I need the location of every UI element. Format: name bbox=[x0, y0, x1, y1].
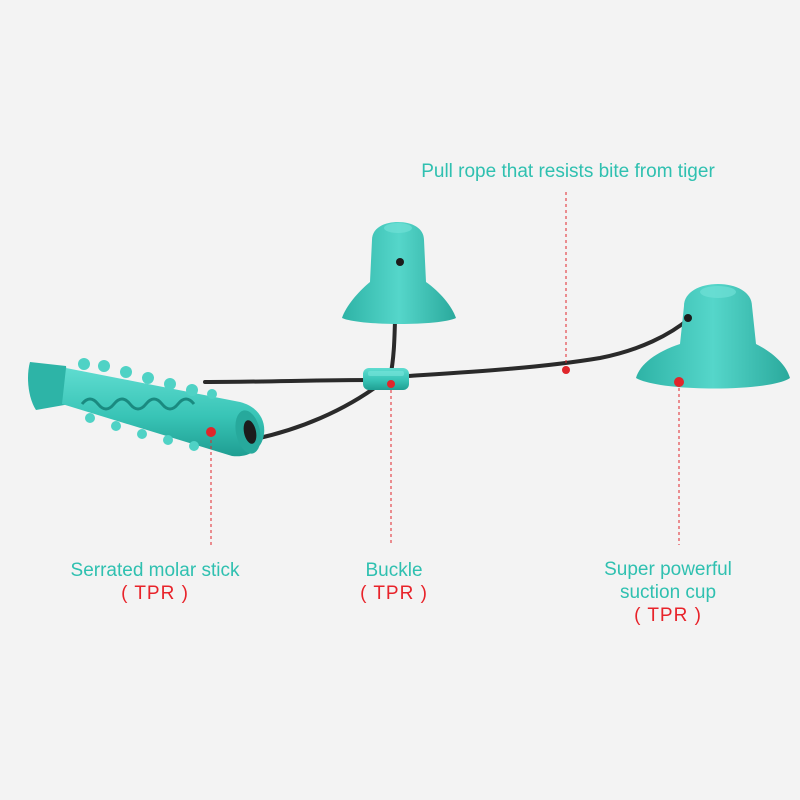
suction-cup-small bbox=[342, 222, 456, 324]
callout-molar-stick-material: ( TPR ) bbox=[121, 583, 189, 604]
callout-markers bbox=[206, 366, 684, 437]
molar-stick bbox=[28, 358, 265, 457]
callout-rope: Pull rope that resists bite from tiger bbox=[380, 160, 756, 183]
pull-rope bbox=[203, 260, 692, 442]
buckle bbox=[363, 368, 409, 390]
callout-suction-cup-material: ( TPR ) bbox=[634, 605, 702, 626]
callout-buckle: Buckle ( TPR ) bbox=[334, 559, 454, 605]
callout-molar-stick-text: Serrated molar stick bbox=[70, 560, 240, 581]
callout-buckle-text: Buckle bbox=[365, 560, 423, 581]
callout-buckle-material: ( TPR ) bbox=[360, 583, 428, 604]
suction-cup-large bbox=[636, 284, 790, 389]
callout-suction-cup-line1: Super powerful bbox=[604, 559, 732, 580]
callout-molar-stick: Serrated molar stick ( TPR ) bbox=[40, 559, 270, 605]
callout-suction-cup: Super powerful suction cup ( TPR ) bbox=[568, 558, 768, 627]
callout-rope-text: Pull rope that resists bite from tiger bbox=[421, 161, 715, 182]
callout-lines bbox=[210, 192, 680, 545]
callout-suction-cup-line2: suction cup bbox=[619, 582, 717, 603]
